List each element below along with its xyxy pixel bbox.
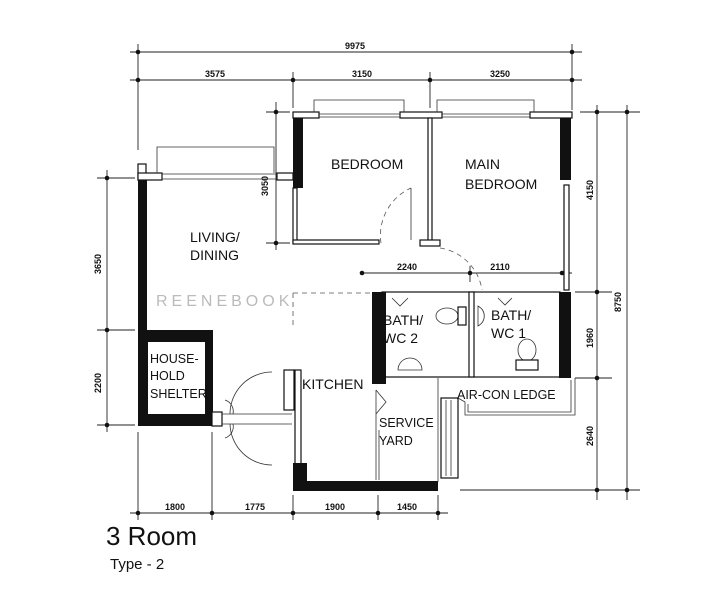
dim-left-2: 2200 xyxy=(93,373,103,393)
dim-top-3: 3250 xyxy=(490,69,510,79)
dim-right-3: 2640 xyxy=(585,426,595,446)
label-bath1-2: WC 1 xyxy=(491,325,526,341)
plan-subtitle: Type - 2 xyxy=(110,556,164,573)
dim-overall-width: 9975 xyxy=(345,41,365,51)
label-main-bedroom-1: MAIN xyxy=(465,156,500,172)
dim-bottom-2: 1775 xyxy=(245,502,265,512)
label-shelter-3: SHELTER xyxy=(150,387,207,401)
label-main-bedroom-2: BEDROOM xyxy=(465,176,537,192)
label-bath2-2: WC 2 xyxy=(383,330,418,346)
dim-overall-depth: 8750 xyxy=(613,292,623,312)
dim-bedroom-depth: 3050 xyxy=(260,176,270,196)
dim-bath-2: 2110 xyxy=(490,262,510,272)
watermark: REENEBOOK xyxy=(156,293,293,310)
plan-title: 3 Room xyxy=(106,521,197,551)
label-dining: DINING xyxy=(190,247,239,263)
label-kitchen: KITCHEN xyxy=(302,376,363,392)
label-living: LIVING/ xyxy=(190,229,240,245)
label-shelter-2: HOLD xyxy=(150,369,185,383)
dim-top-2: 3150 xyxy=(352,69,372,79)
label-bath1-1: BATH/ xyxy=(491,307,531,323)
room-labels: BEDROOM MAIN BEDROOM LIVING/ DINING HOUS… xyxy=(150,156,556,448)
label-shelter-1: HOUSE- xyxy=(150,352,199,366)
dim-top-1: 3575 xyxy=(205,69,225,79)
dim-left-1: 3650 xyxy=(93,254,103,274)
label-service-2: YARD xyxy=(379,434,413,448)
label-bedroom: BEDROOM xyxy=(331,156,403,172)
dim-bottom-3: 1900 xyxy=(325,502,345,512)
dim-bottom-1: 1800 xyxy=(165,502,185,512)
label-bath2-1: BATH/ xyxy=(383,312,423,328)
label-service-1: SERVICE xyxy=(379,416,434,430)
dimension-lines xyxy=(97,44,640,520)
dim-bath-1: 2240 xyxy=(397,262,417,272)
dim-right-1: 4150 xyxy=(585,180,595,200)
dim-bottom-4: 1450 xyxy=(397,502,417,512)
walls xyxy=(137,99,576,491)
label-aircon-ledge: AIR-CON LEDGE xyxy=(457,388,556,402)
dim-right-2: 1960 xyxy=(585,328,595,348)
